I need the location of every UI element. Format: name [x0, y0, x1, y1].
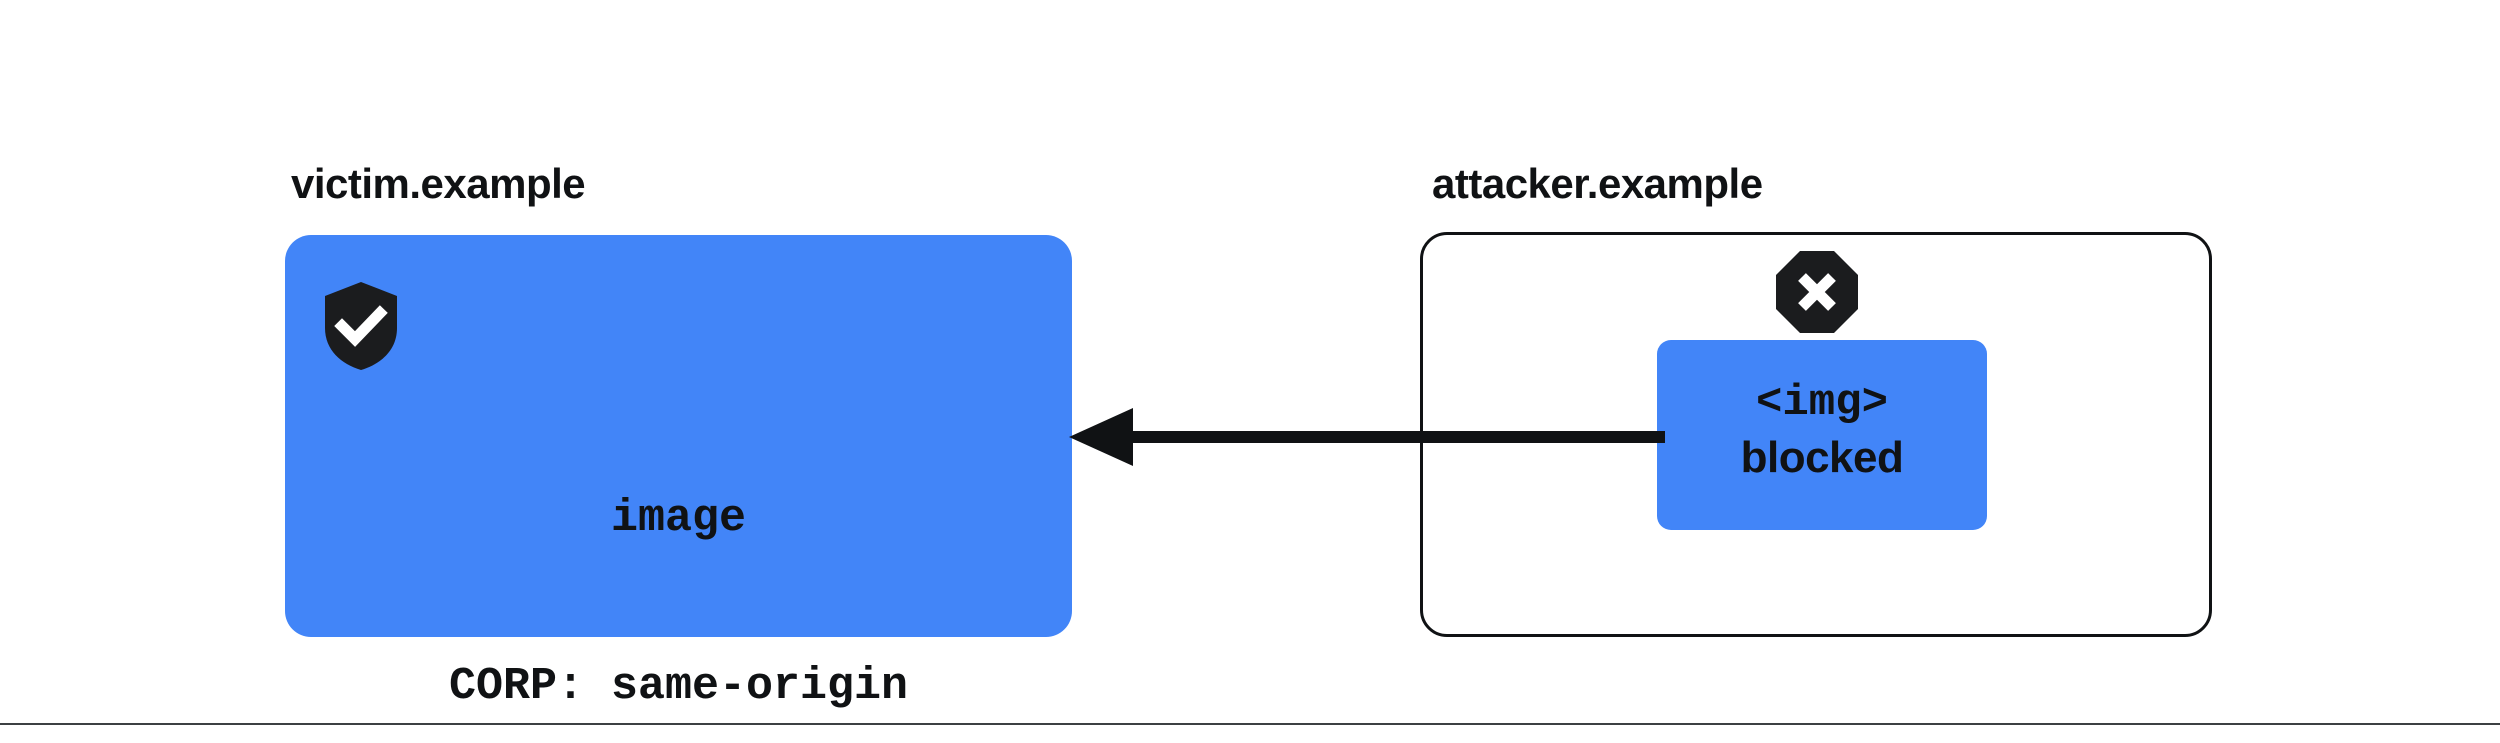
- attacker-img-tag: <img>: [1755, 378, 1889, 428]
- attacker-img-card-text: <img> blocked: [1657, 378, 1987, 483]
- attacker-img-state: blocked: [1740, 432, 1904, 482]
- attacker-origin-frame: <img> blocked: [1420, 232, 2212, 637]
- octagon-x-icon: [1776, 251, 1858, 333]
- victim-resource-card: image CORP: same-origin: [285, 235, 1072, 712]
- victim-origin-label: victim.example: [291, 160, 586, 207]
- victim-resource-text: image CORP: same-origin: [285, 378, 1072, 743]
- arrow-left-icon: [1055, 405, 1675, 469]
- shield-check-icon: [325, 282, 397, 370]
- victim-resource-line-2: CORP: same-origin: [448, 661, 909, 713]
- attacker-img-card: <img> blocked: [1657, 340, 1987, 530]
- victim-resource-line-1: image: [610, 492, 747, 544]
- bottom-divider: [0, 723, 2500, 725]
- attacker-origin-label: attacker.example: [1432, 160, 1763, 207]
